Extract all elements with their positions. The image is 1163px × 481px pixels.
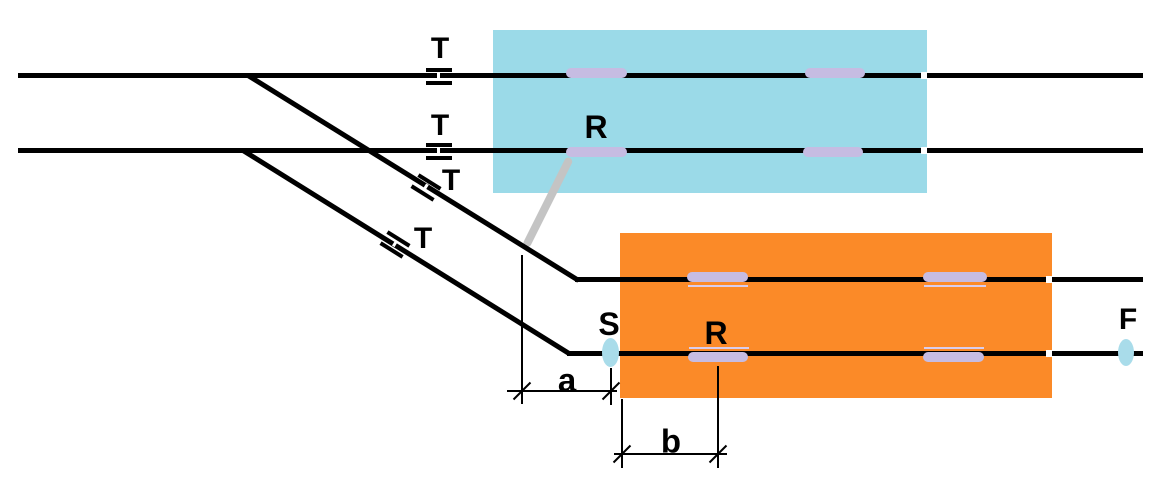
- sensor-pill: [687, 272, 748, 282]
- rail-gap: [921, 147, 927, 154]
- sensor-pill: [805, 68, 865, 78]
- lower-track-section-highlight: [620, 233, 1052, 398]
- track-circuit-t-label-1: T: [430, 32, 450, 65]
- track-3: [575, 277, 1143, 282]
- sensor-line: [689, 347, 749, 349]
- dimension-b-label: b: [660, 422, 682, 460]
- dimension-b-extension-left: [621, 399, 623, 468]
- insulated-joint-icon: [426, 68, 452, 85]
- receiver-label-upper: R: [584, 109, 608, 145]
- sensor-pill: [688, 352, 748, 362]
- start-point-label: S: [598, 306, 620, 342]
- dimension-b-extension-right: [717, 366, 719, 468]
- sensor-line: [924, 285, 986, 287]
- sensor-pill: [566, 147, 627, 157]
- sensor-line: [688, 285, 748, 287]
- start-point-marker: [602, 338, 619, 367]
- upper-track-section-highlight: [493, 30, 927, 193]
- dimension-b-line: [614, 453, 727, 455]
- sensor-pill: [803, 147, 863, 157]
- sensor-pill: [923, 352, 984, 362]
- track-circuit-t-label-2: T: [430, 109, 450, 142]
- track-4: [567, 351, 1143, 356]
- rail-gap: [921, 72, 927, 79]
- sensor-pill: [566, 68, 627, 78]
- sensor-pill: [923, 272, 987, 282]
- end-point-label: F: [1118, 303, 1138, 336]
- rail-gap: [1046, 276, 1052, 283]
- dimension-a-label: a: [557, 361, 577, 399]
- rail-gap: [1046, 350, 1052, 357]
- dimension-a-extension-right: [610, 368, 612, 405]
- insulated-joint-icon: [426, 143, 452, 160]
- track-circuit-t-label-4: T: [413, 222, 433, 255]
- dimension-a-extension-left: [521, 255, 523, 404]
- receiver-label-lower: R: [704, 315, 728, 351]
- end-point-marker: [1118, 339, 1134, 366]
- dimension-a-line: [507, 390, 617, 392]
- sensor-line: [924, 347, 984, 349]
- track-circuit-t-label-3: T: [441, 164, 461, 197]
